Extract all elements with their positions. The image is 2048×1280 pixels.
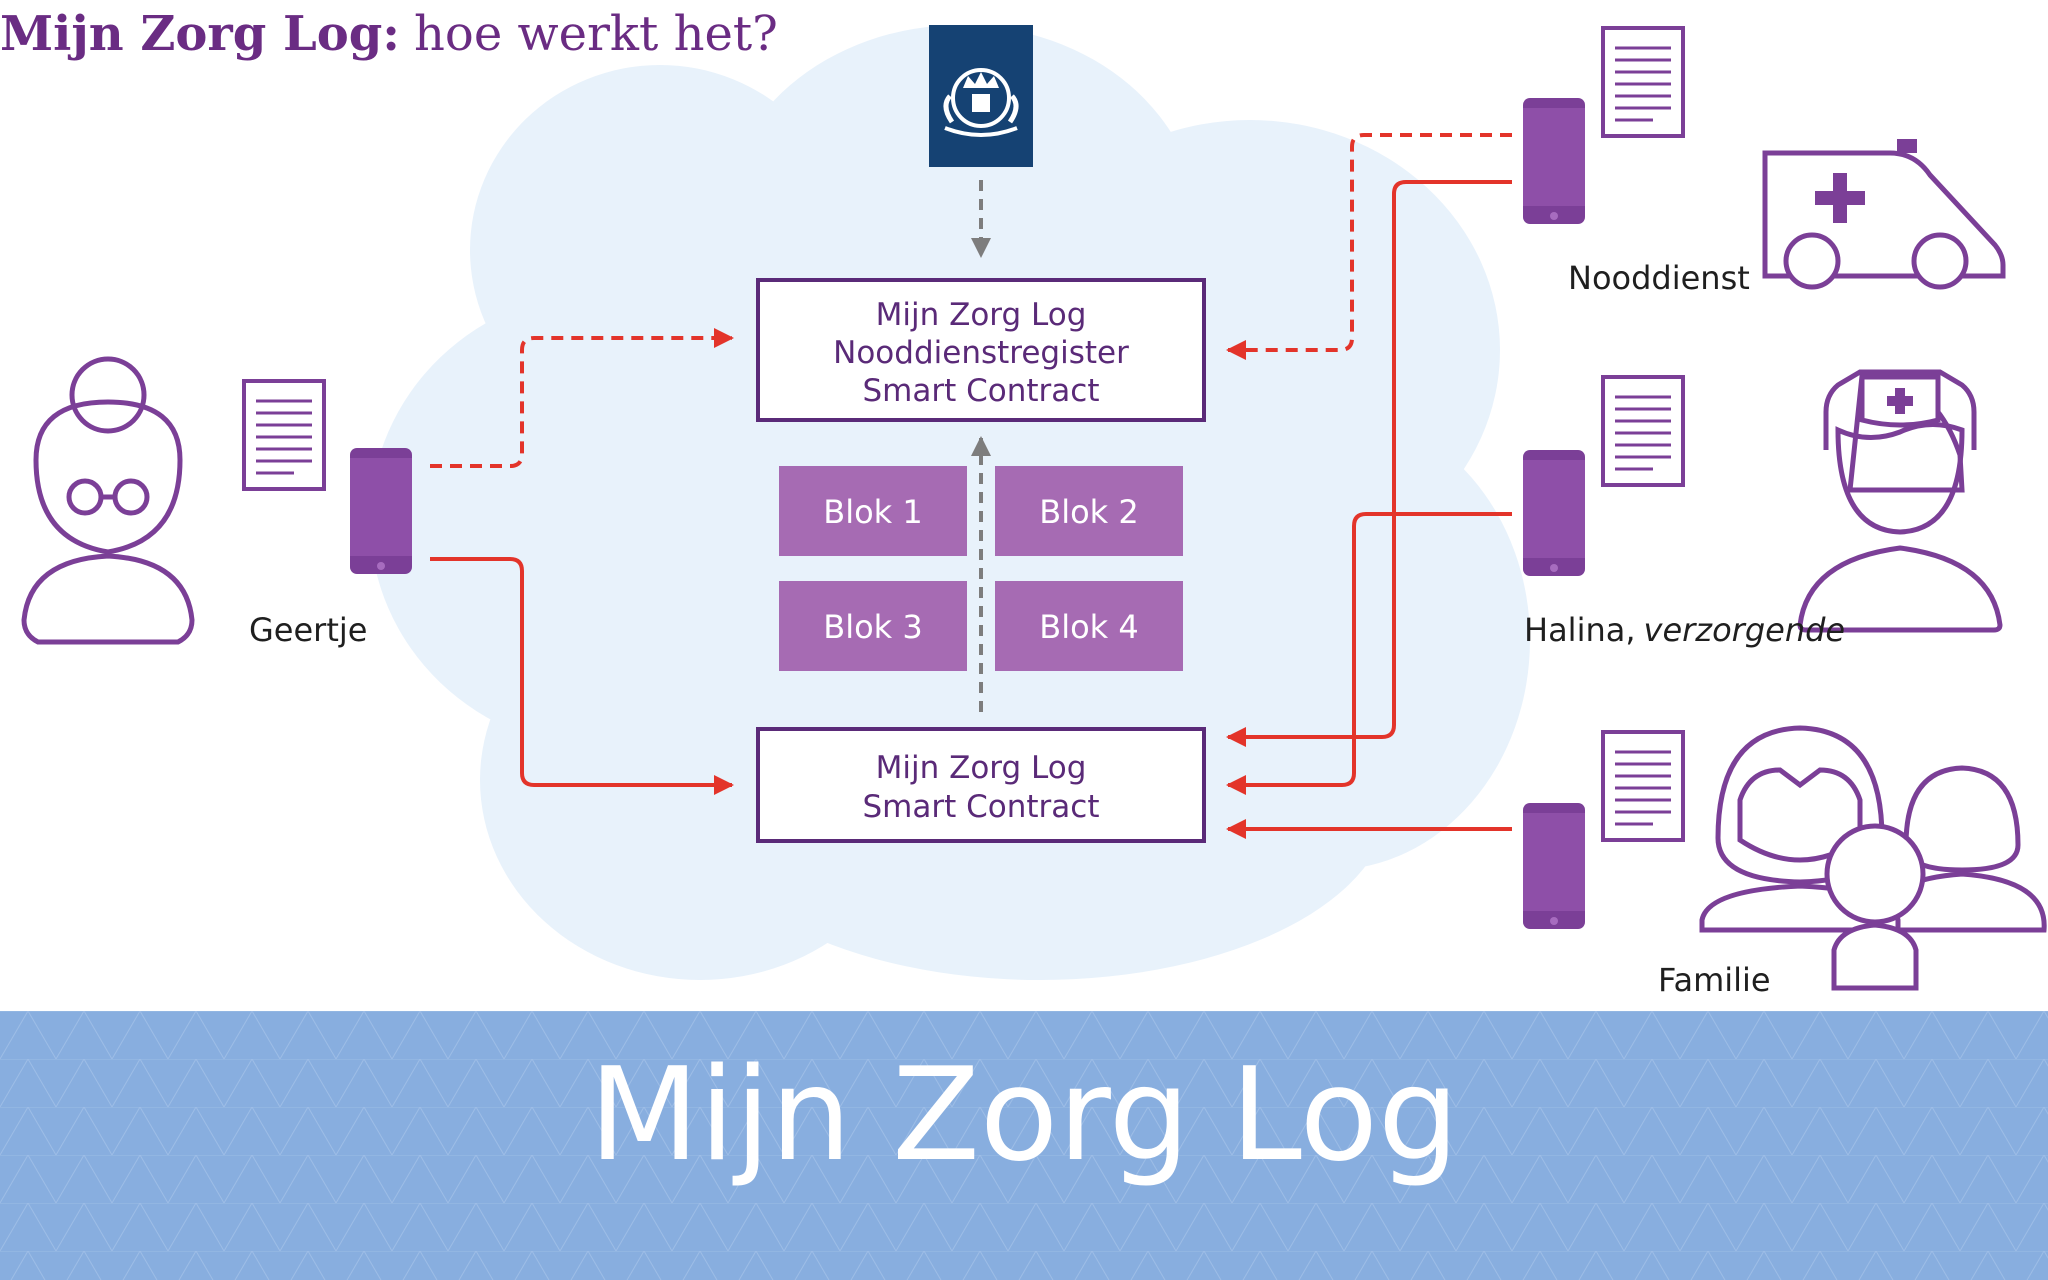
registry-box-line1: Mijn Zorg Log	[876, 297, 1087, 333]
registry-box-line3: Smart Contract	[863, 373, 1100, 409]
contract-box-line2: Smart Contract	[863, 789, 1100, 825]
title-bold: Mijn Zorg Log:	[0, 6, 400, 62]
title-rest: hoe werkt het?	[414, 6, 778, 62]
halina-contract-arrow	[1226, 512, 1512, 795]
familie-phone-icon	[1523, 803, 1585, 929]
family-icon	[1699, 725, 2047, 991]
block-3	[779, 581, 967, 671]
registry-box-line2: Nooddienstregister	[833, 335, 1129, 371]
diagram: Mijn Zorg Log:hoe werkt het? Mijn Zorg L…	[0, 6, 2047, 999]
ambulance-icon	[1762, 139, 2006, 290]
government-emblem-icon	[929, 25, 1033, 167]
nooddienst-registry-arrow	[1226, 133, 1512, 360]
geertje-label: Geertje	[249, 611, 367, 649]
geertje-phone-icon	[350, 448, 412, 574]
elderly-person-icon	[21, 356, 195, 645]
geertje-contract-arrow	[430, 557, 734, 795]
nooddienst-label: Nooddienst	[1568, 259, 1750, 297]
halina-role: verzorgende	[1644, 611, 1846, 649]
registry-smart-contract-box	[756, 278, 1206, 422]
block-1	[779, 466, 967, 556]
smart-contract-box	[756, 727, 1206, 843]
familie-label: Familie	[1658, 961, 1771, 999]
banner-title: Mijn Zorg Log	[588, 1041, 1460, 1190]
nurse-icon	[1797, 369, 2003, 633]
banner-pattern	[0, 1011, 2048, 1280]
contract-box-line1: Mijn Zorg Log	[876, 750, 1087, 786]
nooddienst-contract-arrow	[1226, 180, 1512, 747]
title-banner: Mijn Zorg Log	[0, 1011, 2048, 1280]
block-2-label: Blok 2	[1039, 493, 1138, 531]
familie-document-icon	[1601, 730, 1685, 842]
block-4-label: Blok 4	[1039, 608, 1138, 646]
halina-label: Halina,verzorgende	[1524, 611, 1845, 649]
halina-phone-icon	[1523, 450, 1585, 576]
diagram-title: Mijn Zorg Log:hoe werkt het?	[0, 6, 778, 62]
halina-name: Halina,	[1524, 611, 1636, 649]
nooddienst-phone-icon	[1523, 98, 1585, 224]
block-4	[995, 581, 1183, 671]
block-2	[995, 466, 1183, 556]
block-3-label: Blok 3	[823, 608, 922, 646]
block-1-label: Blok 1	[823, 493, 922, 531]
halina-document-icon	[1601, 375, 1685, 487]
geertje-registry-arrow	[430, 328, 734, 468]
geertje-document-icon	[242, 379, 326, 491]
nooddienst-document-icon	[1601, 26, 1685, 138]
